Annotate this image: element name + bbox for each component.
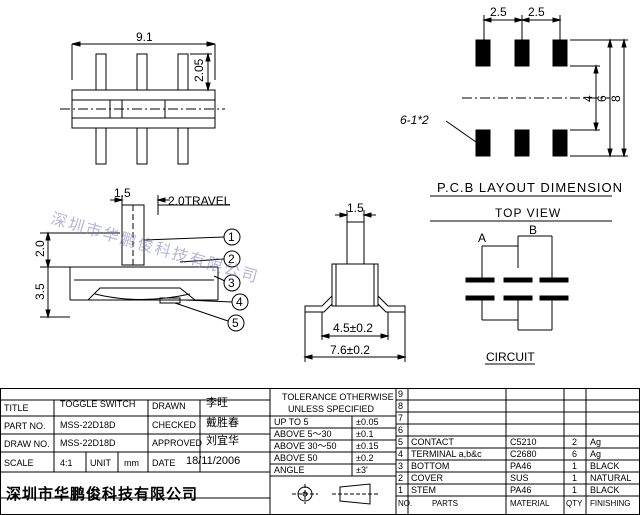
date-label: DATE — [152, 458, 176, 468]
callout-2: 2 — [228, 252, 235, 266]
callout-5: 5 — [232, 316, 239, 330]
part-finishing: NATURAL — [590, 473, 632, 483]
part-no: 6 — [398, 425, 404, 435]
drawn-label: DRAWN — [152, 401, 186, 411]
part-no: 4 — [398, 449, 404, 459]
tolerance-range: ABOVE 50 — [274, 453, 318, 463]
parts-header-material: MATERIAL — [510, 499, 550, 508]
tolerance-value: ±3' — [356, 465, 368, 475]
side-height-dim-1: 2.0 — [33, 240, 47, 257]
checked-label: CHECKED — [152, 420, 197, 430]
tolerance-value: ±0.15 — [356, 441, 379, 451]
unit-value: mm — [124, 458, 139, 468]
circuit-label-b: B — [529, 223, 537, 237]
end-mid-dim: 4.5±0.2 — [333, 321, 373, 335]
pcb-top-view-label: TOP VIEW — [495, 206, 561, 220]
title-block: TITLE TOGGLE SWITCH DRAWN 李旺 PART NO. MS… — [0, 388, 640, 515]
scale-value: 4:1 — [60, 458, 73, 468]
part-finishing: Ag — [590, 449, 602, 459]
tolerance-header-1: TOLERANCE OTHERWISE — [282, 392, 394, 402]
tolerance-range: UP TO 5 — [274, 417, 309, 427]
scale-label: SCALE — [4, 458, 34, 468]
front-width-dim: 9.1 — [136, 30, 153, 44]
date-value: 18/11/2006 — [186, 455, 241, 467]
front-view — [60, 41, 225, 165]
circuit-label-a: A — [478, 231, 486, 245]
part-name: TERMINAL a,b&c — [411, 449, 482, 459]
pcb-pitch-dim-2: 2.5 — [528, 5, 545, 19]
part-finishing: BLACK — [590, 461, 620, 471]
circuit-diagram — [430, 220, 612, 365]
pcb-hole-label: 6-1*2 — [400, 113, 429, 127]
unit-label: UNIT — [90, 458, 111, 468]
part-material: C2680 — [510, 449, 537, 459]
part-finishing: BLACK — [590, 485, 620, 495]
part-material: PA46 — [510, 461, 532, 471]
part-qty: 2 — [572, 437, 578, 447]
part-qty: 1 — [572, 485, 578, 495]
part-name: STEM — [411, 485, 437, 495]
tolerance-value: ±0.1 — [356, 429, 374, 439]
parts-header-qty: QTY — [566, 499, 583, 508]
tolerance-range: ANGLE — [274, 465, 305, 475]
part-material: PA46 — [510, 485, 532, 495]
parts-header-finishing: FINISHING — [590, 499, 631, 508]
part-qty: 6 — [572, 449, 578, 459]
part-name: COVER — [411, 473, 444, 483]
front-height-dim: 2.05 — [192, 58, 206, 82]
part-qty: 1 — [572, 473, 578, 483]
end-bottom-dim: 7.6±0.2 — [330, 343, 370, 357]
approved-value: 刘宜华 — [206, 434, 239, 447]
pcb-dim-4: 4 — [581, 95, 595, 102]
part-finishing: Ag — [590, 437, 602, 447]
pcb-layout-title: P.C.B LAYOUT DIMENSION — [437, 180, 623, 195]
engineering-drawing: 9.1 2.05 2.5 2.5 4 6 8 6-1*2 P.C.B LAYOU… — [33, 5, 628, 365]
pcb-layout-view — [430, 15, 628, 197]
part-name: CONTACT — [411, 437, 454, 447]
tolerance-value: ±0.05 — [356, 417, 379, 427]
drawno-label: DRAW NO. — [4, 439, 50, 449]
tolerance-header-2: UNLESS SPECIFIED — [288, 404, 375, 414]
part-no: 7 — [398, 413, 404, 423]
circuit-title: CIRCUIT — [486, 350, 535, 364]
title-value: TOGGLE SWITCH — [60, 399, 136, 409]
callout-4: 4 — [236, 295, 243, 309]
end-top-dim: 1.5 — [347, 201, 364, 215]
part-material: C5210 — [510, 437, 537, 447]
tolerance-range: ABOVE 30～50 — [274, 441, 337, 451]
title-block-grid — [0, 388, 640, 515]
pcb-pitch-dim-1: 2.5 — [490, 5, 507, 19]
title-label: TITLE — [4, 403, 29, 413]
drawn-value: 李旺 — [206, 396, 228, 409]
side-height-dim-2: 3.5 — [33, 283, 47, 300]
approved-label: APPROVED — [152, 438, 203, 448]
callout-3: 3 — [228, 276, 235, 290]
company-name: 深圳市华鹏俊科技有限公司 — [6, 485, 199, 503]
partno-label: PART NO. — [4, 421, 46, 431]
side-view — [40, 195, 249, 332]
tolerance-range: ABOVE 5～30 — [274, 429, 332, 439]
part-no: 8 — [398, 401, 404, 411]
side-knob-dim: 1.5 — [114, 186, 131, 200]
tolerance-value: ±0.2 — [356, 453, 374, 463]
partno-value: MSS-22D18D — [60, 420, 116, 430]
parts-header-no: NO. — [398, 499, 413, 508]
part-name: BOTTOM — [411, 461, 450, 471]
part-no: 9 — [398, 389, 404, 399]
end-view — [303, 210, 407, 362]
drawno-value: MSS-22D18D — [60, 438, 116, 448]
callout-1: 1 — [228, 230, 235, 244]
part-no: 3 — [398, 461, 404, 471]
pcb-dim-6: 6 — [595, 95, 609, 102]
side-travel-dim: 2.0TRAVEL — [168, 194, 231, 208]
part-no: 5 — [398, 437, 404, 447]
part-qty: 1 — [572, 461, 578, 471]
part-no: 1 — [398, 485, 404, 495]
checked-value: 戴胜春 — [206, 416, 239, 429]
parts-header-part: PARTS — [432, 499, 458, 508]
pcb-dim-8: 8 — [609, 95, 623, 102]
part-material: SUS — [510, 473, 529, 483]
part-no: 2 — [398, 473, 404, 483]
